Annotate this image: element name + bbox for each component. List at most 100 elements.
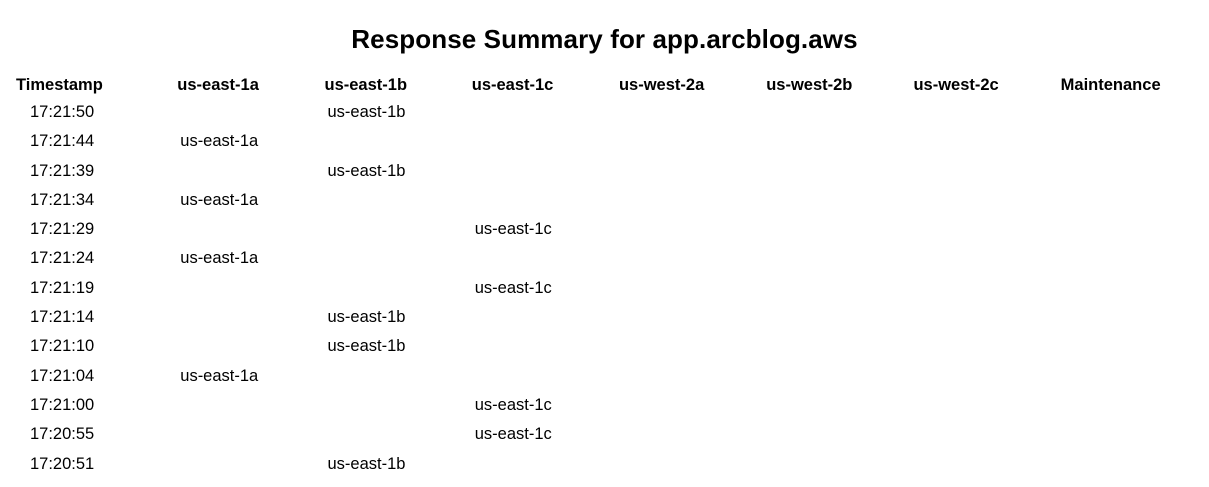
cell-us-west-2c (901, 303, 1048, 332)
cell-us-west-2b (754, 127, 901, 156)
cell-us-west-2b (754, 215, 901, 244)
cell-us-west-2a (607, 274, 754, 303)
cell-timestamp: 17:21:24 (30, 249, 95, 268)
cell-us-east-1b: us-east-1b (327, 337, 406, 356)
cell-us-east-1a (165, 450, 312, 479)
cell-us-west-2a (607, 98, 754, 127)
cell-us-east-1b (313, 391, 460, 420)
cell-us-west-2c (901, 127, 1048, 156)
cell-us-west-2a (607, 450, 754, 479)
cell-us-west-2c (901, 157, 1048, 186)
cell-timestamp: 17:21:04 (30, 366, 95, 385)
table-header: Timestamp us-east-1a us-east-1b us-east-… (0, 72, 1209, 98)
cell-maintenance (1049, 303, 1209, 332)
cell-us-west-2c (901, 391, 1048, 420)
cell-maintenance (1049, 332, 1209, 361)
cell-us-west-2b (754, 244, 901, 273)
cell-timestamp: 17:21:14 (30, 308, 95, 327)
cell-maintenance (1049, 391, 1209, 420)
cell-us-east-1c (460, 186, 607, 215)
column-header-maintenance[interactable]: Maintenance (1060, 76, 1161, 94)
table-header-row: Timestamp us-east-1a us-east-1b us-east-… (0, 72, 1209, 98)
column-header-us-west-2c[interactable]: us-west-2c (913, 76, 999, 94)
cell-timestamp: 17:20:55 (30, 425, 95, 444)
cell-timestamp: 17:21:19 (30, 278, 95, 297)
cell-us-east-1b: us-east-1b (327, 103, 406, 121)
cell-us-west-2a (607, 420, 754, 449)
cell-us-east-1c (460, 127, 607, 156)
cell-us-west-2a (607, 127, 754, 156)
cell-us-west-2a (607, 215, 754, 244)
cell-maintenance (1049, 274, 1209, 303)
cell-us-east-1c (460, 157, 607, 186)
table-body: 17:21:50 us-east-1b 17:21:44 us-east-1a 1… (0, 98, 1209, 479)
cell-maintenance (1049, 186, 1209, 215)
cell-us-west-2c (901, 362, 1048, 391)
cell-timestamp: 17:21:10 (30, 337, 95, 356)
table-row: 17:20:55 us-east-1c (0, 420, 1209, 449)
column-header-us-east-1a[interactable]: us-east-1a (177, 76, 259, 94)
column-header-us-west-2a[interactable]: us-west-2a (618, 76, 705, 94)
cell-us-east-1b: us-east-1b (327, 161, 406, 180)
cell-us-west-2b (754, 362, 901, 391)
table-row: 17:21:10 us-east-1b (0, 332, 1209, 361)
table-row: 17:21:04 us-east-1a (0, 362, 1209, 391)
cell-us-east-1a: us-east-1a (180, 190, 259, 209)
cell-us-east-1c (460, 303, 607, 332)
response-summary-table: Timestamp us-east-1a us-east-1b us-east-… (0, 72, 1209, 479)
cell-us-west-2c (901, 420, 1048, 449)
cell-us-east-1a (165, 157, 312, 186)
table-row: 17:21:24 us-east-1a (0, 244, 1209, 273)
cell-us-east-1b (313, 215, 460, 244)
cell-us-east-1a (165, 215, 312, 244)
cell-us-east-1b (313, 420, 460, 449)
cell-timestamp: 17:21:34 (30, 190, 95, 209)
column-header-us-east-1b[interactable]: us-east-1b (324, 76, 408, 94)
cell-us-west-2c (901, 244, 1048, 273)
cell-us-west-2c (901, 274, 1048, 303)
column-header-timestamp[interactable]: Timestamp (16, 76, 103, 94)
cell-us-west-2a (607, 332, 754, 361)
cell-us-east-1c (460, 244, 607, 273)
cell-us-west-2b (754, 332, 901, 361)
cell-us-east-1a: us-east-1a (180, 249, 259, 268)
cell-us-east-1c: us-east-1c (474, 395, 552, 414)
cell-us-east-1c (460, 332, 607, 361)
table-row: 17:21:00 us-east-1c (0, 391, 1209, 420)
cell-us-east-1a (165, 274, 312, 303)
cell-us-east-1a (165, 98, 312, 127)
table-row: 17:20:51 us-east-1b (0, 450, 1209, 479)
cell-us-east-1c: us-east-1c (474, 278, 552, 297)
cell-us-west-2b (754, 274, 901, 303)
cell-us-west-2b (754, 420, 901, 449)
column-header-us-east-1c[interactable]: us-east-1c (471, 76, 554, 94)
cell-us-east-1b (313, 127, 460, 156)
cell-timestamp: 17:21:39 (30, 161, 95, 180)
cell-us-west-2b (754, 98, 901, 127)
cell-us-east-1a: us-east-1a (180, 366, 259, 385)
table-row: 17:21:19 us-east-1c (0, 274, 1209, 303)
cell-us-west-2c (901, 186, 1048, 215)
table-row: 17:21:44 us-east-1a (0, 127, 1209, 156)
cell-maintenance (1049, 244, 1209, 273)
cell-us-west-2a (607, 157, 754, 186)
cell-timestamp: 17:21:50 (30, 103, 95, 121)
cell-timestamp: 17:21:29 (30, 220, 95, 239)
cell-us-west-2a (607, 244, 754, 273)
cell-maintenance (1049, 420, 1209, 449)
cell-timestamp: 17:20:51 (30, 454, 95, 473)
cell-us-east-1a: us-east-1a (180, 132, 259, 151)
cell-us-west-2a (607, 362, 754, 391)
cell-us-east-1b (313, 244, 460, 273)
cell-us-west-2a (607, 391, 754, 420)
cell-us-east-1b (313, 186, 460, 215)
cell-us-west-2c (901, 215, 1048, 244)
cell-us-west-2b (754, 303, 901, 332)
page-title: Response Summary for app.arcblog.aws (351, 24, 858, 55)
cell-us-west-2b (754, 450, 901, 479)
cell-timestamp: 17:21:44 (30, 132, 95, 151)
cell-us-east-1a (165, 303, 312, 332)
cell-us-east-1c (460, 98, 607, 127)
column-header-us-west-2b[interactable]: us-west-2b (766, 76, 853, 94)
cell-maintenance (1049, 98, 1209, 127)
